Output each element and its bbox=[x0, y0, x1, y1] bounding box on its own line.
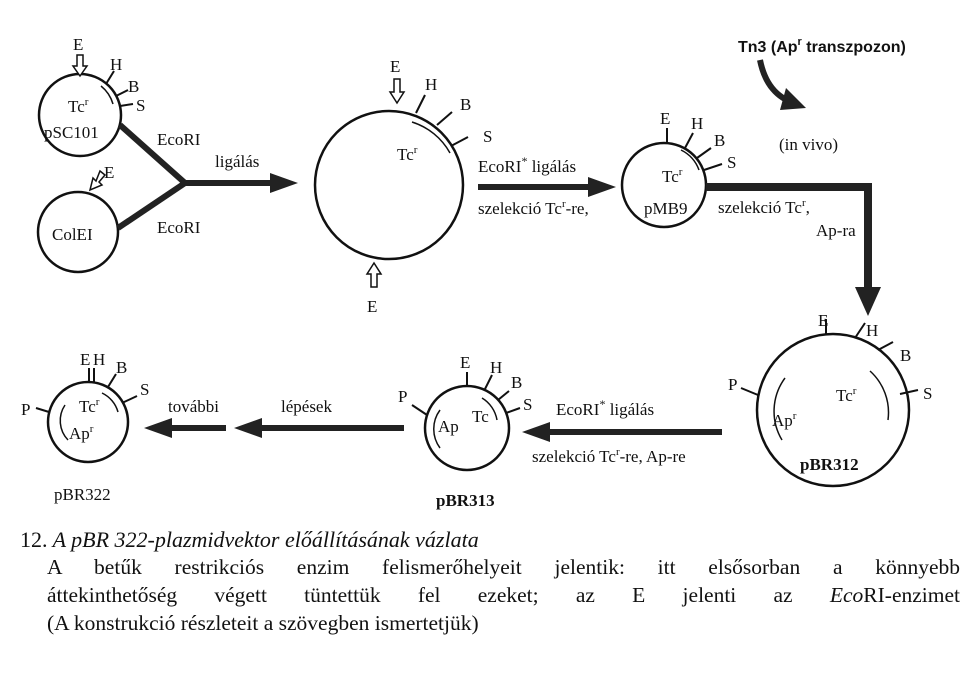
pmb9-label: pMB9 bbox=[644, 199, 687, 218]
pbr313-label: pBR313 bbox=[436, 491, 495, 510]
pbr322-ap-marker: Apr bbox=[69, 423, 94, 443]
site-p-label: P bbox=[398, 387, 407, 406]
figure-caption: 12. A pBR 322-plazmidvektor előállításán… bbox=[20, 527, 960, 637]
plasmid-psc101: E H B S Tcr pSC101 bbox=[37, 35, 145, 158]
site-h-label: H bbox=[110, 55, 122, 74]
ecori-star-ligalas-label: EcoRI* ligálás bbox=[556, 397, 654, 419]
ecori-star-ligalas-label: EcoRI* ligálás bbox=[478, 154, 576, 176]
ecori-label-bottom: EcoRI bbox=[157, 218, 201, 237]
site-s-label: S bbox=[136, 96, 145, 115]
ap-ra-label: Ap-ra bbox=[816, 221, 856, 240]
site-b-label: B bbox=[128, 77, 139, 96]
site-s-label: S bbox=[727, 153, 736, 172]
plasmid-pbr313: E H B S P Ap Tc pBR313 bbox=[398, 353, 532, 510]
step-arrow bbox=[234, 418, 404, 438]
site-s-label: S bbox=[523, 395, 532, 414]
plasmid-colei: E ColEI bbox=[36, 163, 120, 274]
ligalas-label: ligálás bbox=[215, 152, 259, 171]
site-e-label: E bbox=[367, 297, 377, 316]
pbr312-tc-marker: Tcr bbox=[836, 385, 857, 405]
figure-number: 12. bbox=[20, 527, 48, 552]
ecori-site-arrow-icon bbox=[388, 78, 406, 105]
site-s-label: S bbox=[140, 380, 149, 399]
caption-title: 12. A pBR 322-plazmidvektor előállításán… bbox=[20, 527, 960, 553]
pbr322-tc-marker: Tcr bbox=[79, 396, 100, 416]
site-s-label: S bbox=[483, 127, 492, 146]
caption-line-1: A betűk restrikciós enzim felismerőhelye… bbox=[47, 555, 960, 579]
site-e-label: E bbox=[390, 57, 400, 76]
step-arrow bbox=[478, 177, 616, 197]
site-p-label: P bbox=[728, 375, 737, 394]
site-b-label: B bbox=[460, 95, 471, 114]
ligation-arrow bbox=[116, 122, 298, 231]
ecori-site-arrow-icon bbox=[71, 54, 89, 78]
ecori-site-arrow-icon bbox=[365, 261, 383, 288]
pbr313-ap-marker: Ap bbox=[438, 417, 459, 436]
plasmid-pmb9: E H B S Tcr pMB9 bbox=[620, 109, 736, 229]
tn3-label: Tn3 (Apr transzpozon) bbox=[738, 36, 906, 56]
site-h-label: H bbox=[866, 321, 878, 340]
step-arrow bbox=[706, 183, 881, 316]
plasmid-hybrid: E H B S E Tcr bbox=[313, 57, 492, 316]
site-b-label: B bbox=[714, 131, 725, 150]
site-h-label: H bbox=[490, 358, 502, 377]
site-b-label: B bbox=[511, 373, 522, 392]
caption-title-text: A pBR 322-plazmidvektor előállításának v… bbox=[52, 527, 479, 552]
plasmid-pbr322: E H B S P Tcr Apr pBR322 bbox=[21, 350, 149, 504]
hybrid-marker: Tcr bbox=[397, 144, 418, 164]
pmb9-marker: Tcr bbox=[662, 166, 683, 186]
site-h-label: H bbox=[425, 75, 437, 94]
plasmid-construction-diagram: E H B S Tcr pSC101 E ColEI EcoRI EcoRI l… bbox=[21, 35, 932, 510]
site-e-label: E bbox=[73, 35, 83, 54]
site-h-label: H bbox=[691, 114, 703, 133]
caption-line-3: (A konstrukció részleteit a szövegben is… bbox=[47, 611, 479, 635]
site-e-label: E bbox=[660, 109, 670, 128]
colei-label: ColEI bbox=[52, 225, 93, 244]
site-b-label: B bbox=[900, 346, 911, 365]
step-arrow bbox=[144, 418, 226, 438]
pbr312-label: pBR312 bbox=[800, 455, 859, 474]
in-vivo-label: (in vivo) bbox=[779, 135, 838, 154]
step-arrow bbox=[522, 422, 722, 442]
tn3-arrow-icon bbox=[780, 88, 806, 110]
ecori-label-top: EcoRI bbox=[157, 130, 201, 149]
caption-line-2: áttekinthetőség végett tüntettük fel eze… bbox=[47, 583, 960, 607]
szelekcio-tc-ap-label: szelekció Tcr, bbox=[718, 197, 810, 217]
psc101-label: pSC101 bbox=[44, 123, 99, 142]
szelekcio-tc-label: szelekció Tcr-re, bbox=[478, 198, 589, 218]
site-h-label: H bbox=[93, 350, 105, 369]
site-e-label: E bbox=[460, 353, 470, 372]
site-e-label: E bbox=[104, 163, 114, 182]
plasmid-pbr312: E H B S P Apr Tcr pBR312 bbox=[728, 311, 932, 488]
site-e-label: E bbox=[818, 311, 828, 330]
pbr312-ap-marker: Apr bbox=[772, 410, 797, 430]
site-p-label: P bbox=[21, 400, 30, 419]
pbr322-label: pBR322 bbox=[54, 485, 111, 504]
tovabbi-label: további bbox=[168, 397, 219, 416]
psc101-marker: Tcr bbox=[68, 96, 89, 116]
site-e-label: E bbox=[80, 350, 90, 369]
site-s-label: S bbox=[923, 384, 932, 403]
site-b-label: B bbox=[116, 358, 127, 377]
szelekcio-tc-ap-re-label: szelekció Tcr-re, Ap-re bbox=[532, 446, 686, 466]
ecori-site-arrow-icon bbox=[88, 169, 107, 192]
pbr313-tc-marker: Tc bbox=[472, 407, 489, 426]
lepesek-label: lépések bbox=[281, 397, 332, 416]
